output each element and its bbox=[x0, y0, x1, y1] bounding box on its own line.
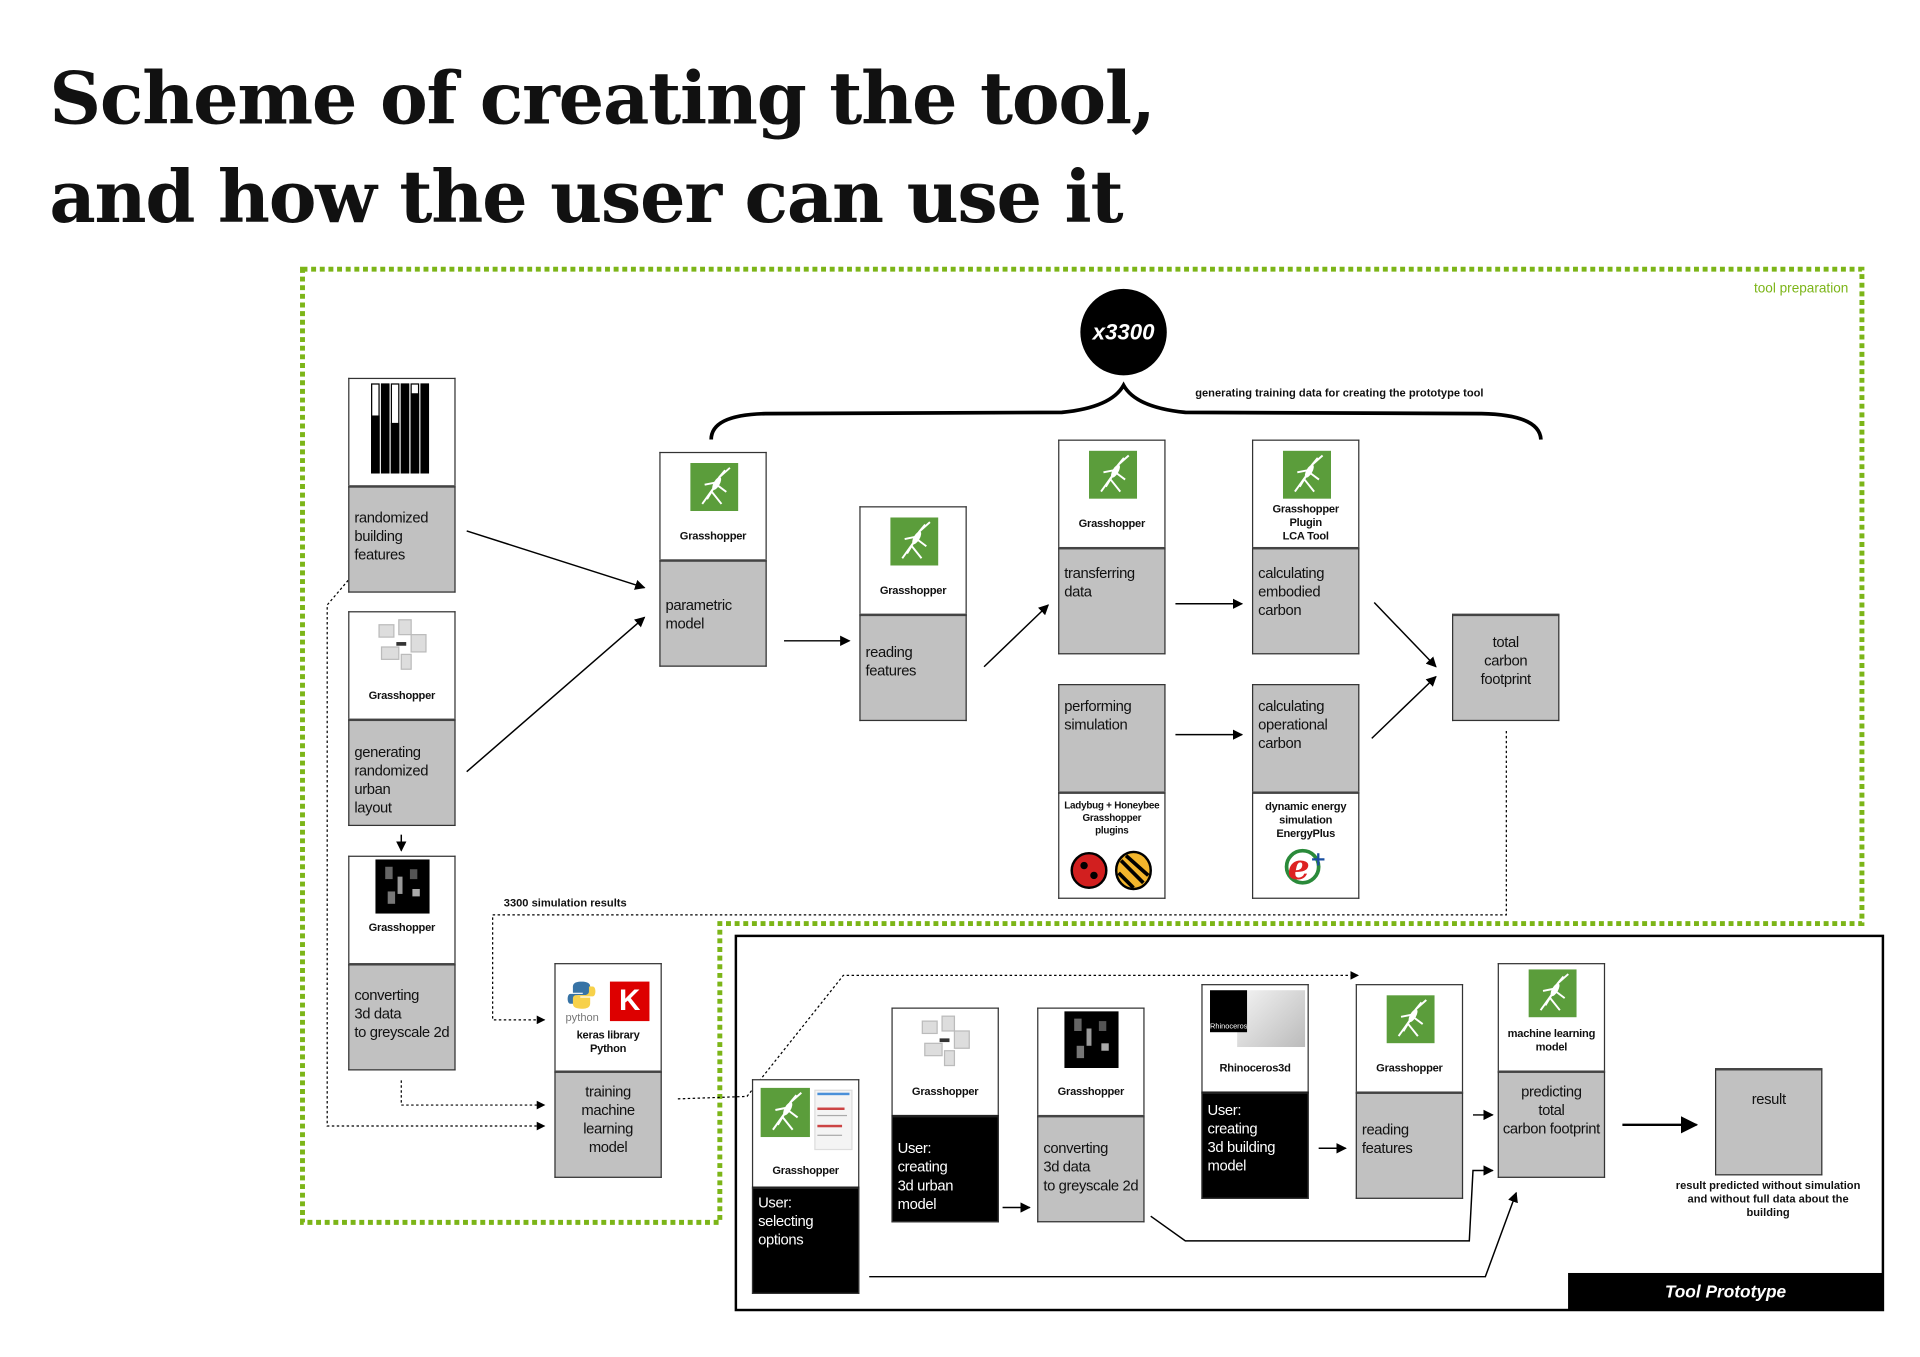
box-label: Grasshopper bbox=[1376, 1061, 1443, 1075]
training-model-box: python K keras library Python training m… bbox=[554, 963, 662, 1178]
dotted-arrow bbox=[326, 579, 546, 1131]
ml-model-box: machine learning model predicting total … bbox=[1497, 963, 1606, 1178]
grasshopper-icon bbox=[890, 517, 938, 565]
box-text: parametric model bbox=[665, 596, 733, 633]
box-text: reading features bbox=[1361, 1121, 1413, 1157]
tool-preparation-label: tool preparation bbox=[1753, 281, 1849, 297]
urban-model-icon bbox=[921, 1015, 970, 1067]
brace bbox=[709, 381, 1543, 440]
urban-model-icon bbox=[378, 619, 427, 670]
keras-logo-icon: K bbox=[609, 981, 650, 1022]
box-text: randomized building features bbox=[354, 508, 429, 564]
tool-prototype-label: Tool Prototype bbox=[1568, 1272, 1883, 1311]
page-title: Scheme of creating the tool, and how the… bbox=[49, 56, 1155, 240]
grasshopper-icon bbox=[1283, 451, 1331, 499]
box-label: Grasshopper Plugin LCA Tool bbox=[1272, 502, 1339, 543]
rhino-building-model-box: Rhinoceros Rhinoceros3d User: creating 3… bbox=[1201, 984, 1309, 1199]
simulation-results-label: 3300 simulation results bbox=[503, 896, 627, 909]
svg-text:+: + bbox=[1310, 848, 1327, 871]
converting-greyscale-box: Grasshopper converting 3d data to greysc… bbox=[348, 855, 456, 1071]
python-logo-text: python bbox=[565, 1011, 599, 1024]
grasshopper-icon bbox=[1529, 969, 1577, 1017]
grasshopper-ui-icon bbox=[760, 1087, 853, 1151]
grasshopper-icon bbox=[690, 463, 738, 511]
parametric-model-box: Grasshopper parametric model bbox=[659, 451, 767, 667]
box-label: Ladybug + Honeybee Grasshopper plugins bbox=[1064, 800, 1160, 836]
box-label: Grasshopper bbox=[1057, 1085, 1125, 1098]
result-box: result bbox=[1714, 1068, 1823, 1176]
dotted-arrow bbox=[400, 1080, 546, 1110]
box-label: dynamic energy simulation EnergyPlus bbox=[1265, 800, 1347, 840]
box-label: machine learning model bbox=[1507, 1027, 1596, 1054]
arrow bbox=[983, 604, 1050, 668]
tool-prototype-frame bbox=[734, 934, 1885, 1312]
box-text: total carbon footprint bbox=[1480, 633, 1532, 688]
box-text: training machine learning model bbox=[581, 1082, 635, 1156]
box-label: Grasshopper bbox=[911, 1085, 979, 1098]
box-text: User: creating 3d urban model bbox=[897, 1139, 954, 1213]
performing-simulation-box: performing simulation Ladybug + Honeybee… bbox=[1058, 684, 1166, 899]
box-text: transferring data bbox=[1064, 564, 1135, 601]
box-text: result bbox=[1751, 1090, 1786, 1108]
box-label: Grasshopper bbox=[679, 529, 747, 543]
iterations-badge: x3300 bbox=[1080, 288, 1167, 376]
box-label: Grasshopper bbox=[1078, 517, 1146, 530]
arrow bbox=[1150, 1165, 1494, 1242]
operational-carbon-box: calculating operational carbon dynamic e… bbox=[1251, 684, 1360, 899]
dotted-arrow bbox=[492, 730, 1507, 1025]
selecting-options-box: Grasshopper User: selecting options bbox=[751, 1079, 860, 1294]
arrow bbox=[1371, 675, 1437, 739]
box-text: performing simulation bbox=[1064, 697, 1132, 734]
python-logo-icon bbox=[567, 981, 596, 1009]
box-text: User: creating 3d building model bbox=[1207, 1101, 1276, 1175]
rhino-logo-icon: Rhinoceros bbox=[1210, 990, 1248, 1033]
result-caption: result predicted without simulation and … bbox=[1675, 1179, 1861, 1219]
box-label: keras library Python bbox=[576, 1028, 640, 1055]
brace-caption: generating training data for creating th… bbox=[1195, 386, 1484, 399]
svg-text:e: e bbox=[1288, 848, 1310, 888]
total-carbon-footprint-box: total carbon footprint bbox=[1452, 613, 1560, 722]
ladybug-honeybee-icon bbox=[1070, 850, 1152, 891]
box-text: generating randomized urban layout bbox=[354, 743, 429, 817]
reading-features-box: Grasshopper reading features bbox=[859, 506, 967, 722]
greyscale-map-icon bbox=[375, 859, 430, 914]
arrow bbox=[466, 530, 646, 590]
box-label: Grasshopper bbox=[879, 584, 947, 597]
box-text: converting 3d data to greyscale 2d bbox=[354, 986, 450, 1041]
box-text: User: selecting options bbox=[758, 1193, 814, 1249]
embodied-carbon-box: Grasshopper Plugin LCA Tool calculating … bbox=[1251, 439, 1360, 655]
box-text: converting 3d data to greyscale 2d bbox=[1043, 1139, 1139, 1194]
arrow bbox=[869, 1191, 1518, 1278]
arrow bbox=[1373, 602, 1437, 668]
bar-chart-icon bbox=[348, 377, 456, 486]
reading-features-proto-box: Grasshopper reading features bbox=[1355, 984, 1464, 1199]
arrow bbox=[466, 616, 646, 773]
building-render-icon bbox=[1237, 990, 1306, 1048]
box-label: Grasshopper bbox=[368, 688, 436, 702]
converting-greyscale-proto-box: Grasshopper converting 3d data to greysc… bbox=[1037, 1007, 1145, 1223]
box-label: Rhinoceros3d bbox=[1219, 1061, 1291, 1075]
tool-preparation-border bbox=[300, 266, 1865, 1225]
energyplus-icon: e+ bbox=[1284, 848, 1327, 888]
box-text: predicting total carbon footprint bbox=[1502, 1082, 1600, 1138]
greyscale-map-icon bbox=[1064, 1011, 1119, 1069]
box-label: Grasshopper bbox=[368, 921, 436, 934]
box-text: calculating operational carbon bbox=[1258, 697, 1328, 752]
box-text: reading features bbox=[865, 643, 917, 680]
generating-urban-layout-box: Grasshopper generating randomized urban … bbox=[348, 611, 456, 827]
grasshopper-icon bbox=[1387, 995, 1435, 1043]
transferring-data-box: Grasshopper transferring data bbox=[1058, 439, 1166, 655]
grasshopper-icon bbox=[1089, 451, 1137, 499]
box-text: calculating embodied carbon bbox=[1258, 564, 1325, 619]
randomized-building-features-box: randomized building features bbox=[348, 377, 456, 593]
box-label: Grasshopper bbox=[772, 1164, 839, 1177]
creating-urban-model-box: Grasshopper User: creating 3d urban mode… bbox=[891, 1007, 999, 1223]
dotted-arrow bbox=[677, 971, 1360, 1100]
